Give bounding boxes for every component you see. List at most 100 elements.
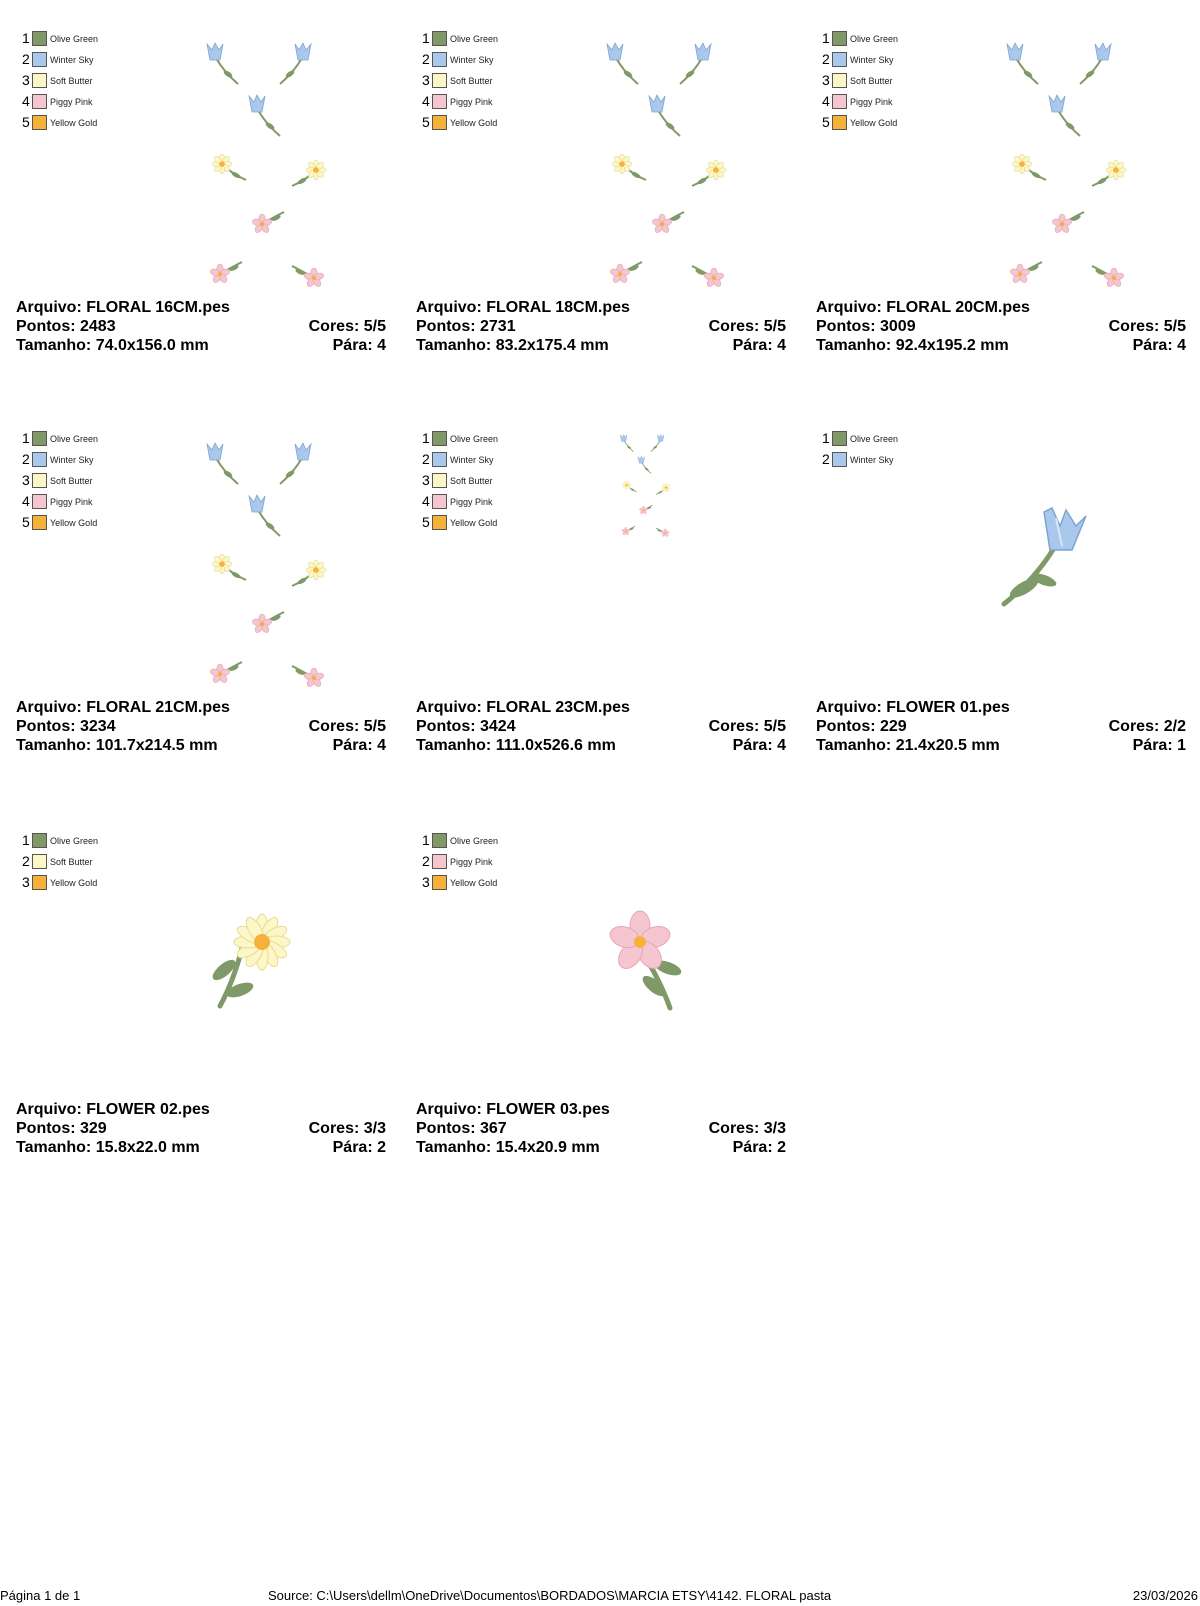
size-stops-row: Tamanho: 92.4x195.2 mm Pára: 4	[816, 336, 1186, 355]
bell-flower-motif	[679, 42, 712, 85]
color-swatch	[32, 833, 47, 848]
embroidery-preview	[206, 42, 327, 287]
stop-count: Pára: 2	[332, 1139, 386, 1156]
bell-flower-motif	[279, 442, 312, 485]
design-info: Arquivo: FLORAL 20CM.pes Pontos: 3009 Co…	[816, 298, 1186, 355]
color-swatch	[832, 52, 847, 67]
design-size: Tamanho: 92.4x195.2 mm	[816, 337, 1009, 354]
thread-number: 2	[22, 451, 30, 467]
size-stops-row: Tamanho: 83.2x175.4 mm Pára: 4	[416, 336, 786, 355]
design-size: Tamanho: 15.8x22.0 mm	[16, 1139, 200, 1156]
stop-count: Pára: 4	[732, 737, 786, 754]
thread-number: 2	[422, 451, 430, 467]
design-size: Tamanho: 74.0x156.0 mm	[16, 337, 209, 354]
color-swatch	[32, 854, 47, 869]
bell-flower-motif	[206, 42, 239, 85]
color-swatch	[432, 452, 447, 467]
size-stops-row: Tamanho: 21.4x20.5 mm Pára: 1	[816, 736, 1186, 755]
thread-number: 1	[422, 430, 430, 446]
color-swatch	[432, 73, 447, 88]
thread-number: 5	[22, 114, 30, 130]
thread-name: Piggy Pink	[50, 96, 93, 107]
color-swatch	[432, 515, 447, 530]
color-count: Cores: 5/5	[308, 318, 386, 335]
pink-flower-motif	[691, 265, 724, 287]
thread-number: 3	[422, 72, 430, 88]
daisy-motif	[655, 483, 671, 495]
thread-number: 4	[22, 493, 30, 509]
design-info: Arquivo: FLORAL 16CM.pes Pontos: 2483 Co…	[16, 298, 386, 355]
file-name: Arquivo: FLORAL 16CM.pes	[16, 299, 230, 316]
color-swatch	[832, 431, 847, 446]
color-swatch	[32, 494, 47, 509]
embroidery-preview	[609, 910, 682, 1011]
thread-number: 3	[22, 472, 30, 488]
design-info: Arquivo: FLORAL 18CM.pes Pontos: 2731 Co…	[416, 298, 786, 355]
daisy-motif	[1011, 153, 1047, 181]
bell-flower-motif	[620, 433, 634, 452]
color-swatch	[432, 431, 447, 446]
thread-number: 2	[422, 51, 430, 67]
pink-flower-motif	[291, 665, 324, 687]
thread-name: Winter Sky	[450, 454, 494, 465]
daisy-large	[212, 913, 291, 1009]
stitch-count: Pontos: 3009	[816, 318, 916, 335]
thread-name: Soft Butter	[50, 856, 93, 867]
thread-name: Winter Sky	[50, 54, 94, 65]
file-name: Arquivo: FLORAL 23CM.pes	[416, 699, 630, 716]
color-swatch	[32, 452, 47, 467]
points-colors-row: Pontos: 3424 Cores: 5/5	[416, 717, 786, 736]
thread-name: Yellow Gold	[450, 877, 498, 888]
file-name: Arquivo: FLORAL 21CM.pes	[16, 699, 230, 716]
thread-name: Olive Green	[450, 835, 499, 846]
pink-flower-motif	[252, 611, 285, 633]
thread-name: Soft Butter	[50, 475, 93, 486]
thread-name: Yellow Gold	[850, 117, 898, 128]
thread-color-row: 3 Soft Butter	[22, 470, 98, 491]
page-number: Página 1 de 1	[0, 1588, 81, 1603]
stitch-count: Pontos: 3424	[416, 718, 516, 735]
points-colors-row: Pontos: 2731 Cores: 5/5	[416, 317, 786, 336]
color-swatch	[832, 73, 847, 88]
thread-number: 1	[422, 30, 430, 46]
daisy-motif	[611, 153, 647, 181]
color-swatch	[32, 515, 47, 530]
stop-count: Pára: 4	[332, 737, 386, 754]
file-name: Arquivo: FLOWER 01.pes	[816, 699, 1010, 716]
stitch-count: Pontos: 2731	[416, 318, 516, 335]
pink-flower-motif	[610, 261, 643, 283]
size-stops-row: Tamanho: 15.4x20.9 mm Pára: 2	[416, 1138, 786, 1157]
embroidery-preview	[620, 433, 671, 537]
pink-flower-motif	[1052, 211, 1085, 233]
thread-number: 4	[422, 93, 430, 109]
stitch-count: Pontos: 2483	[16, 318, 116, 335]
pink-flower-motif	[655, 527, 670, 537]
design-info: Arquivo: FLOWER 01.pes Pontos: 229 Cores…	[816, 698, 1186, 755]
thread-name: Winter Sky	[450, 54, 494, 65]
bell-flower-motif	[606, 42, 639, 85]
bell-flower-motif	[1048, 94, 1081, 137]
stitch-count: Pontos: 229	[816, 718, 907, 735]
thread-number: 1	[822, 30, 830, 46]
thread-name: Olive Green	[850, 433, 899, 444]
thread-number: 1	[422, 832, 430, 848]
color-swatch	[32, 31, 47, 46]
